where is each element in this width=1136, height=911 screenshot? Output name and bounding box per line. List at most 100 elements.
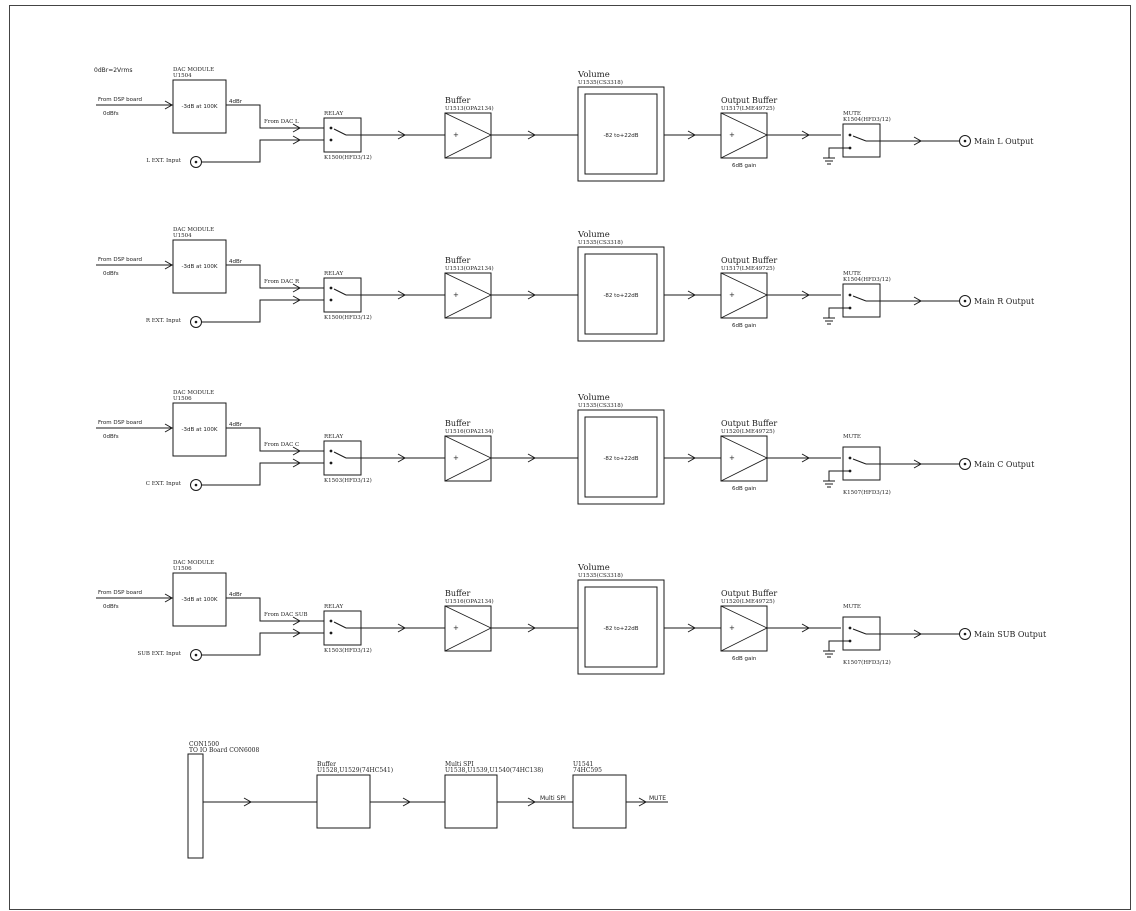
ext-to-relay-arrow <box>292 295 302 305</box>
relay-contact <box>329 286 333 290</box>
buffer-block <box>444 272 492 319</box>
mute-ref-top: K1504(HFD3/12) <box>843 276 891 283</box>
relay-switch-arm <box>333 621 347 629</box>
buffer-to-volume-arrow <box>527 623 537 633</box>
dac-module-block <box>172 79 227 134</box>
relay-switch-arm <box>333 128 347 136</box>
spi-ref: U1538,U1539,U1540(74HC138) <box>445 767 543 774</box>
shift-register-block <box>572 774 627 829</box>
buffer-plus: + <box>453 454 459 462</box>
volume-title: Volume <box>577 230 610 240</box>
ground-symbol <box>823 317 835 325</box>
buffer-plus: + <box>453 291 459 299</box>
relay-contact <box>329 461 333 465</box>
buffer-plus: + <box>453 131 459 139</box>
relay-ref: K1500(HFD3/12) <box>324 154 372 161</box>
output-jack <box>959 628 971 640</box>
relay-ref: K1500(HFD3/12) <box>324 314 372 321</box>
ground-symbol <box>823 480 835 488</box>
dbfs-label: 0dBfs <box>103 111 119 117</box>
control-buffer-title: Buffer <box>317 761 336 768</box>
volume-block-inner <box>584 93 658 175</box>
gain-label: 6dB gain <box>732 163 757 169</box>
relay-ref: K1503(HFD3/12) <box>324 647 372 654</box>
buffer-plus: + <box>453 624 459 632</box>
output-buffer-block <box>720 272 768 319</box>
dac-title: DAC MODULE <box>173 560 214 566</box>
dbfs-label: 0dBfs <box>103 434 119 440</box>
dac-title: DAC MODULE <box>173 67 214 73</box>
mute-to-output-arrow <box>913 296 923 306</box>
ext-input-jack-pin <box>194 320 198 324</box>
spi-bus-label: Multi SPI <box>540 795 566 802</box>
relay-contact <box>329 449 333 453</box>
relay-contact <box>329 126 333 130</box>
volume-range-text: -82 to+22dB <box>603 293 638 299</box>
shift-register-part: 74HC595 <box>573 767 602 774</box>
dac-filter-text: -3dB at 100K <box>182 264 218 270</box>
dsp-input-arrow <box>164 100 174 110</box>
mute-switch-arm <box>852 458 867 465</box>
dac-title: DAC MODULE <box>173 390 214 396</box>
ext-to-relay-wire <box>202 299 324 323</box>
relay-switch-arm <box>333 451 347 459</box>
output-jack-pin <box>963 632 967 636</box>
volume-block-inner <box>584 416 658 498</box>
buffer-title: Buffer <box>445 589 470 598</box>
volume-to-outbuf-arrow <box>687 290 697 300</box>
relay-contact <box>329 138 333 142</box>
buffer-block <box>444 605 492 652</box>
relay-title: RELAY <box>324 271 344 277</box>
buffer-ref: U1516(OPA2134) <box>445 428 494 435</box>
dac-ref: U1504 <box>173 73 192 79</box>
gain-label: 6dB gain <box>732 323 757 329</box>
ground-wire <box>828 640 850 651</box>
relay-to-buffer-arrow <box>397 623 407 633</box>
dbr-label: 4dBr <box>229 259 243 265</box>
volume-block-inner <box>584 586 658 668</box>
output-buffer-plus: + <box>729 291 735 299</box>
dac-filter-text: -3dB at 100K <box>182 427 218 433</box>
ground-wire <box>828 470 850 481</box>
outbuf-to-mute-arrow <box>801 290 811 300</box>
output-buffer-block <box>720 112 768 159</box>
dac-to-relay-wire <box>226 597 324 622</box>
ground-wire <box>828 307 850 318</box>
dbr-label: 4dBr <box>229 99 243 105</box>
volume-title: Volume <box>577 70 610 80</box>
dac-ref: U1506 <box>173 396 192 402</box>
from-dsp-label: From DSP board <box>98 590 142 596</box>
mute-title: MUTE <box>843 111 861 117</box>
output-buffer-title: Output Buffer <box>721 256 777 265</box>
mute-ref-top: K1504(HFD3/12) <box>843 116 891 123</box>
dbfs-label: 0dBfs <box>103 271 119 277</box>
dbr-label: 4dBr <box>229 592 243 598</box>
mute-switch-arm <box>852 295 867 302</box>
dsp-input-arrow <box>164 260 174 270</box>
dac-module-block <box>172 402 227 457</box>
relay-title: RELAY <box>324 434 344 440</box>
ext-to-relay-wire <box>202 139 324 163</box>
mute-title: MUTE <box>843 434 861 440</box>
relay-switch-arm <box>333 288 347 296</box>
ext-input-jack-pin <box>194 483 198 487</box>
volume-range-text: -82 to+22dB <box>603 626 638 632</box>
from-dac-label: From DAC R <box>264 279 300 285</box>
volume-title: Volume <box>577 563 610 573</box>
output-jack <box>959 135 971 147</box>
mute-title: MUTE <box>843 604 861 610</box>
dac-to-relay-arrow <box>292 123 302 133</box>
mute-title: MUTE <box>843 271 861 277</box>
shift-register-ref: U1541 <box>573 761 593 768</box>
volume-ref: U1535(CS3318) <box>578 239 623 246</box>
mute-ref: K1507(HFD3/12) <box>843 659 891 666</box>
output-buffer-block <box>720 605 768 652</box>
output-buffer-ref: U1520(LME49725) <box>721 428 775 435</box>
relay-to-buffer-arrow <box>397 130 407 140</box>
output-buffer-block <box>720 435 768 482</box>
ext-input-jack-pin <box>194 160 198 164</box>
